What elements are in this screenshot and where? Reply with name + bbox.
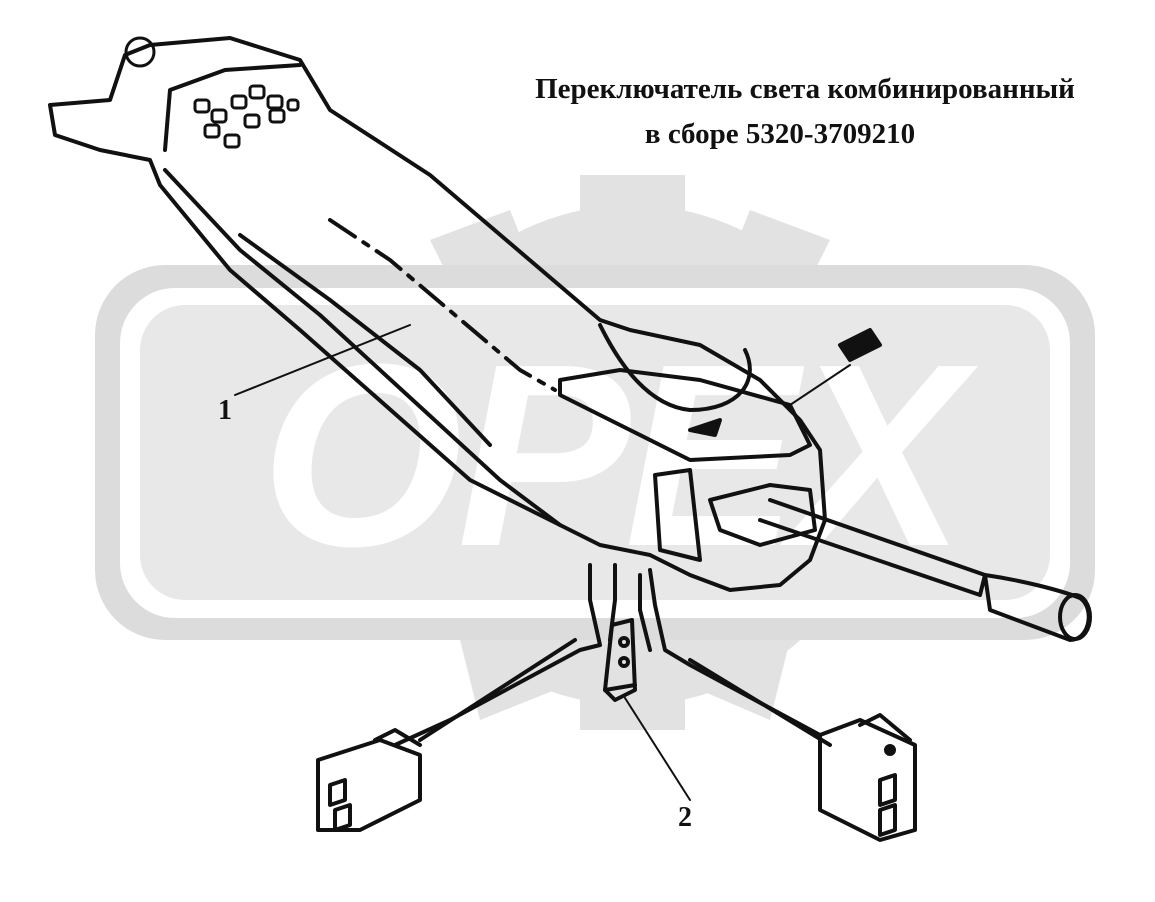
callout-1: 1: [218, 395, 232, 426]
wiring-harness: [316, 563, 917, 842]
leader-line-2: [624, 697, 691, 801]
mounting-bracket: [603, 618, 637, 702]
callout-2: 2: [678, 802, 692, 833]
connector-right: [818, 718, 917, 842]
diagram-subtitle: в сборе 5320-3709210: [644, 118, 916, 150]
diagram-title: Переключатель света комбинированный: [535, 73, 1075, 105]
watermark-text: OPEX: [261, 311, 979, 601]
connector-left: [316, 738, 422, 832]
leader-line-1: [234, 324, 411, 396]
stalk-lever: [758, 498, 1092, 642]
